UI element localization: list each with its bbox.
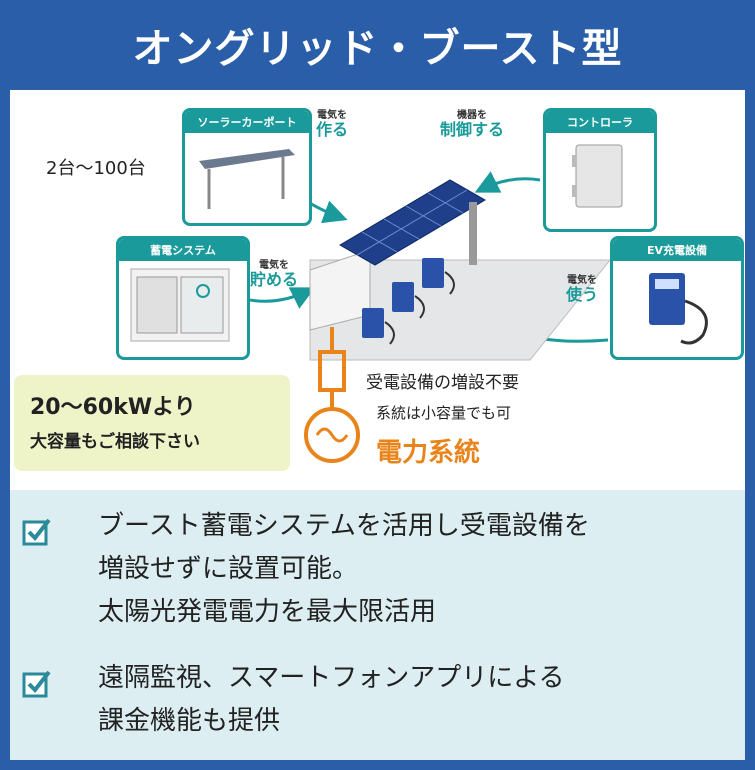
checkbox-icon	[22, 518, 51, 546]
capacity-line-2: 大容量もご相談下さい	[30, 432, 200, 452]
grid-connection-symbol	[304, 327, 360, 463]
feature-line: ブースト蓄電システムを活用し受電設備を	[98, 511, 590, 541]
installation-illustration	[304, 179, 612, 463]
controller-action-label: 機器を 制御する	[440, 110, 505, 139]
ev-action-label: 電気を 使う	[566, 275, 599, 304]
checkbox-icon	[22, 670, 51, 698]
grid-note-1: 受電設備の増設不要	[366, 373, 519, 393]
storage-system-title: 蓄電システム	[119, 239, 247, 261]
storage-cabinet-image	[130, 268, 230, 342]
feature-line: 増設せずに設置可能。	[98, 554, 359, 584]
capacity-box: 20〜60kWより 大容量もご相談下さい	[14, 375, 290, 471]
solar-carport-title: ソーラーカーポート	[185, 111, 309, 133]
arrow-storage	[249, 287, 316, 309]
carport-image	[199, 149, 295, 209]
controller-title: コントローラ	[546, 111, 654, 133]
system-diagram: ソーラーカーポート コントローラ 蓄電システム	[10, 90, 745, 490]
controller-card: コントローラ	[543, 108, 657, 232]
capacity-line-1: 20〜60kWより	[30, 395, 196, 420]
feature-line: 課金機能も提供	[98, 706, 281, 736]
storage-action-label: 電気を 貯める	[250, 260, 299, 289]
solar-panel-array	[339, 179, 486, 266]
arrow-controller	[474, 171, 541, 193]
page-title: オングリッド・ブースト型	[132, 26, 623, 72]
feature-line: 太陽光発電電力を最大限活用	[98, 597, 437, 627]
storage-system-card: 蓄電システム	[116, 236, 250, 360]
solar-carport-card: ソーラーカーポート	[182, 108, 312, 226]
carport-action-label: 電気を 作る	[316, 110, 349, 139]
ev-charger-card: EV充電設備	[610, 236, 744, 360]
features-panel: ブースト蓄電システムを活用し受電設備を 増設せずに設置可能。 太陽光発電電力を最…	[10, 490, 745, 760]
feature-line: 遠隔監視、スマートフォンアプリによる	[98, 663, 565, 693]
ev-charger-image	[649, 273, 708, 345]
ev-charger-unit	[362, 258, 455, 345]
grid-note-2: 系統は小容量でも可	[376, 404, 512, 422]
controller-box-image	[572, 144, 623, 208]
unit-count-label: 2台〜100台	[46, 158, 146, 179]
ev-charger-title: EV充電設備	[613, 239, 741, 261]
grid-label: 電力系統	[376, 438, 481, 468]
